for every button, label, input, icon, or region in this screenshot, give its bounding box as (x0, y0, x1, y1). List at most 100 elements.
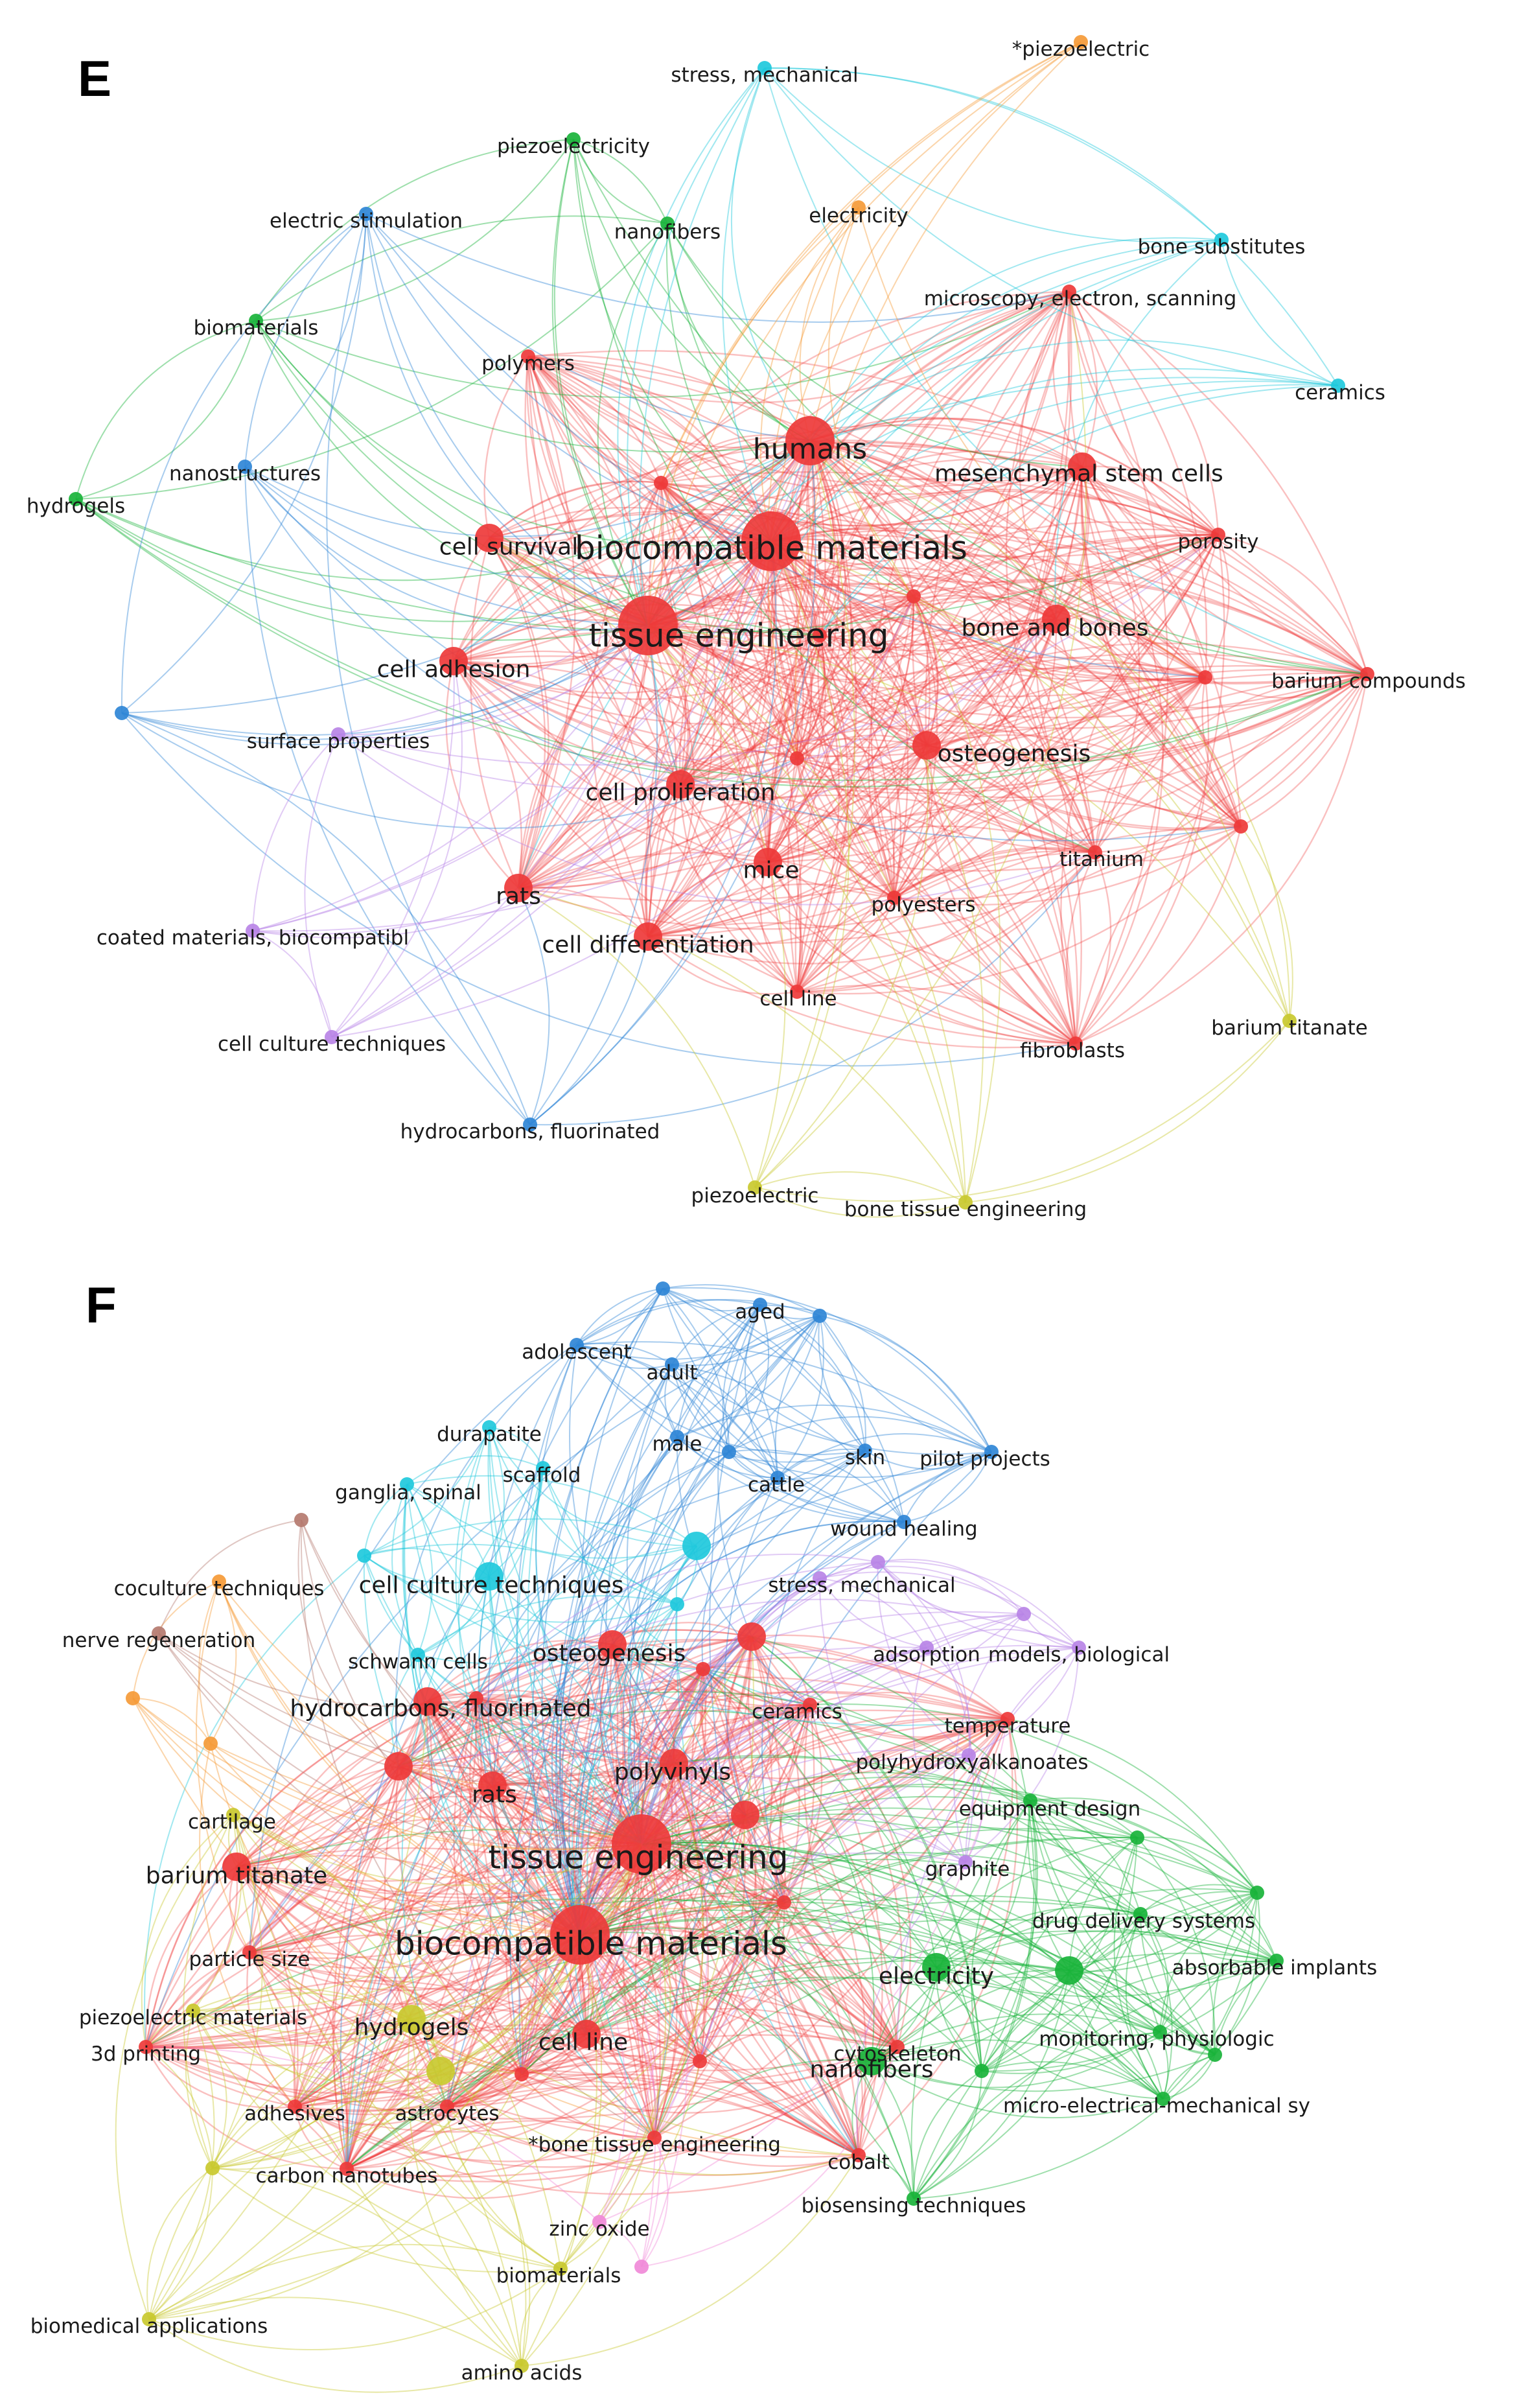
link-os-r2 (912, 596, 939, 746)
link-pv-co (673, 1762, 859, 2156)
link-g4-og (612, 1644, 982, 2072)
link-r1-cd (647, 634, 820, 937)
link-r2-ad (294, 1635, 752, 2107)
link-pzm-bm (192, 1934, 581, 2035)
link-b3-ra (492, 1451, 730, 1786)
link-bi-bm (560, 1934, 603, 2269)
link-r4-msc (660, 465, 1083, 527)
link-ti-cl (796, 851, 1096, 992)
link-b1-sk (662, 1288, 866, 1451)
link-r1-po (819, 534, 1219, 646)
link-mi-cp (680, 783, 769, 863)
link-te-mes (647, 291, 1070, 627)
node-porosity (1211, 528, 1225, 542)
link-es-te (365, 213, 649, 626)
link-r4-r5 (660, 482, 1206, 681)
link-cl-r3 (586, 1814, 746, 2035)
panel-f-links (115, 1284, 1277, 2393)
link-nf-te (597, 223, 668, 626)
link-p2-ra (492, 1611, 1024, 1786)
link-r3-cy (744, 1814, 898, 2048)
link-ps-og (249, 1644, 614, 1954)
link-k1-zo (599, 2221, 642, 2267)
link-bte-bt (236, 1865, 656, 2138)
link-g2-r7 (521, 1836, 1138, 2075)
link-r2-bm (579, 1636, 752, 1935)
link-pz3-mes (754, 291, 1087, 1188)
link-pv-cl (579, 1762, 675, 2035)
link-ca-pe (453, 660, 895, 899)
link-os-ca (453, 631, 927, 746)
link-nr-te (158, 1633, 642, 1849)
link-r8-ps (249, 1934, 700, 2062)
link-cy-ra (492, 1784, 898, 2048)
link-mes-cp (679, 290, 1070, 785)
link-te-po (647, 534, 1219, 659)
link-te-ra (517, 625, 649, 889)
link-r6-hf (427, 1700, 785, 1903)
node-nanofibers (660, 216, 675, 231)
link-es-bm (365, 213, 772, 542)
link-cn-bm (346, 1934, 581, 2170)
link-sp-po (338, 534, 1219, 766)
link-mi-bm (767, 541, 813, 863)
link-mes-r4 (660, 290, 1070, 484)
link-bst-te2 (913, 1718, 1035, 2199)
link-gs-cl (403, 1484, 587, 2035)
link-o1-r6 (132, 1698, 785, 1910)
node-monitoring-physiologic (1153, 2025, 1167, 2039)
link-bte-te2 (654, 1718, 1009, 2139)
link-mp-g3 (1159, 1892, 1258, 2033)
link-r4-bb (660, 482, 1057, 627)
node-coated-materials-biocompatibl (246, 924, 260, 938)
link-aa-y2 (212, 2168, 522, 2367)
link-msc-pe (892, 466, 1083, 898)
link-r6-bb (1056, 618, 1242, 827)
node-label: piezoelectric (691, 1184, 819, 1208)
node-piezoelectricity (566, 132, 581, 146)
link-og-r6 (611, 1644, 785, 1904)
link-r8-3d (145, 2003, 700, 2063)
link-cmb-bb (252, 618, 1057, 932)
link-dds-g3 (1140, 1892, 1258, 1919)
link-sp-te (338, 625, 649, 739)
link-ce-bt (236, 1689, 811, 1867)
link-cot-o2 (198, 1581, 220, 1744)
link-r4-pl (527, 355, 662, 484)
link-br1-cy (301, 1519, 898, 2048)
link-ps-bm (249, 1934, 581, 1991)
node-label: cell culture techniques (359, 1572, 624, 1599)
link-r4-cn (345, 1668, 704, 2169)
link-r6-mi (767, 799, 1242, 863)
link-sm-te (617, 67, 765, 626)
link-os-bm (770, 540, 928, 746)
link-bb-cl (796, 618, 1057, 992)
link-r5-te (647, 583, 1206, 679)
link-hu-os (807, 440, 927, 746)
link-fi-hu (809, 440, 1077, 1044)
node-c3 (670, 1597, 684, 1611)
link-r7-cy (521, 2046, 898, 2114)
link-sm-pv (673, 1578, 820, 1764)
link-hu-cd (645, 440, 811, 937)
link-cy-co (856, 2046, 898, 2156)
node-b2 (813, 1309, 827, 1323)
node-biosensing-techniques (907, 2192, 921, 2206)
link-ra-cs (488, 537, 546, 889)
link-hu-ra (517, 440, 811, 889)
link-g3-mp (1159, 1892, 1258, 2033)
link-pha-p1 (877, 1561, 970, 1756)
link-bm-msc (770, 466, 1083, 550)
link-el-r5 (858, 207, 1206, 678)
link-cct-r2 (331, 596, 914, 1038)
link-c2-r5 (364, 1555, 477, 1699)
node-label: cartilage (188, 1810, 276, 1834)
link-cd-r4 (647, 482, 717, 937)
link-cn-r2 (346, 1636, 753, 2170)
node-biomaterials (553, 2262, 568, 2276)
link-fi-cp (680, 783, 1076, 1044)
link-dds-ast (446, 1895, 1141, 2107)
link-cp-ca (453, 660, 681, 785)
link-pv-te2 (673, 1718, 1008, 1780)
link-ti-mi (767, 825, 1096, 863)
